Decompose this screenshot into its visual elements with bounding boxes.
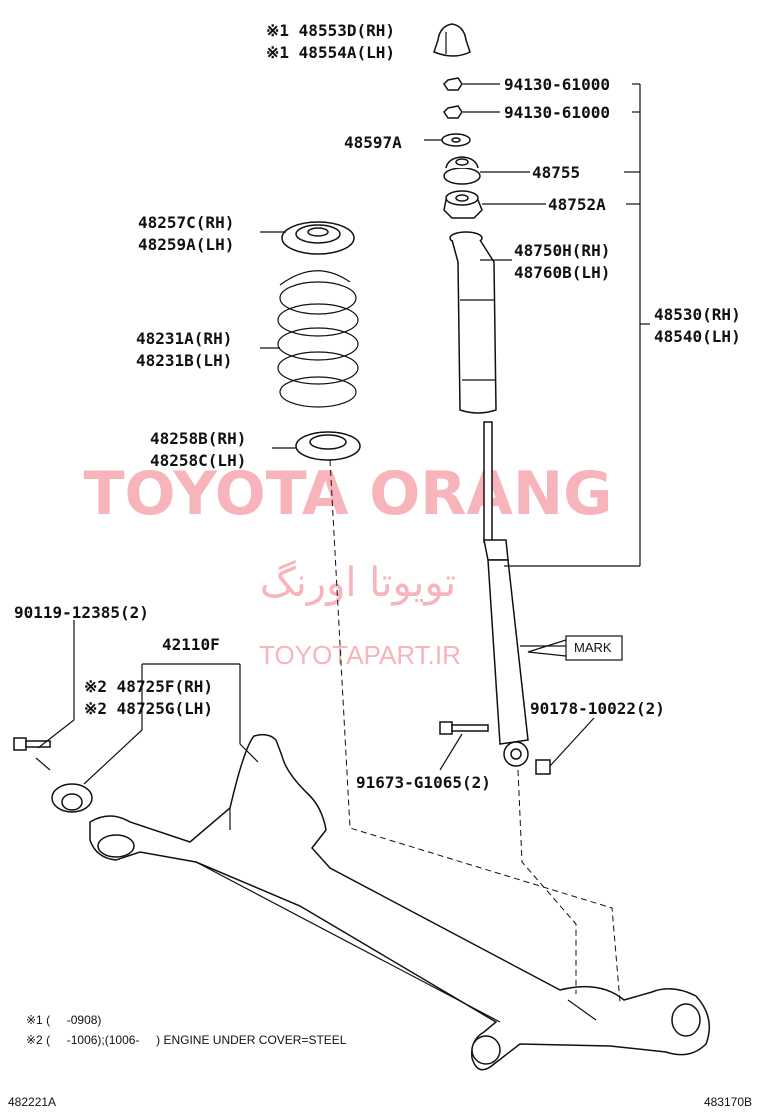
lower-bolt-part — [439, 721, 489, 735]
label-upper-insulator-lh: 48259A(LH) — [138, 235, 234, 254]
watermark-site: TOYOTAPART.IR — [259, 640, 461, 670]
watermark-brand: TOYOTA ORANG — [84, 459, 613, 529]
shock-absorber-part — [483, 421, 529, 767]
axle-beam-part — [89, 733, 711, 1071]
label-mark: MARK — [574, 640, 612, 655]
washer-part — [441, 133, 471, 147]
label-lower-insulator-lh: 48258C(LH) — [150, 451, 246, 470]
label-coil-spring-lh: 48231B(LH) — [136, 351, 232, 370]
label-upper-insulator-rh: 48257C(RH) — [138, 213, 234, 232]
label-nut-1: 94130-61000 — [504, 75, 610, 94]
label-absorber-assy-lh: 48540(LH) — [654, 327, 741, 346]
label-nut-2: 94130-61000 — [504, 103, 610, 122]
dust-cover-part — [449, 231, 497, 414]
part-labels: ※1 48553D(RH) ※1 48554A(LH) 94130-61000 … — [14, 21, 741, 792]
label-absorber-assy-rh: 48530(RH) — [654, 305, 741, 324]
nut-part-1 — [443, 77, 463, 91]
coil-spring-part — [277, 270, 359, 408]
note-1: ※1 ( -0908) — [26, 1013, 101, 1027]
footer-left-code: 482221A — [8, 1095, 56, 1109]
bump-stopper-part — [433, 23, 471, 57]
label-bushing-lh: ※2 48725G(LH) — [84, 699, 213, 718]
mount-cushion-part — [443, 156, 481, 185]
note-2: ※2 ( -1006);(1006- ) ENGINE UNDER COVER=… — [26, 1033, 347, 1047]
assembly-dashed-lines — [329, 459, 621, 1003]
label-dust-cover-lh: 48760B(LH) — [514, 263, 610, 282]
lower-nut-part — [535, 759, 551, 775]
front-bolt-part — [13, 737, 51, 771]
bushing-part — [51, 783, 93, 813]
label-bump-stop-rh: ※1 48553D(RH) — [266, 21, 395, 40]
label-dust-cover-rh: 48750H(RH) — [514, 241, 610, 260]
watermark: TOYOTA ORANG تویوتا اورنگ TOYOTAPART.IR — [84, 459, 613, 670]
label-washer: 48597A — [344, 133, 402, 152]
label-nut-lower: 90178-10022(2) — [530, 699, 665, 718]
label-support: 48752A — [548, 195, 606, 214]
label-bushing-rh: ※2 48725F(RH) — [84, 677, 213, 696]
label-axle-beam: 42110F — [162, 635, 220, 654]
lower-insulator-part — [295, 431, 361, 461]
leader-lines — [37, 83, 650, 785]
label-coil-spring-rh: 48231A(RH) — [136, 329, 232, 348]
upper-insulator-part — [281, 221, 355, 255]
support-part — [443, 190, 483, 219]
label-bump-stop-lh: ※1 48554A(LH) — [266, 43, 395, 62]
label-bolt-lower: 91673-G1065(2) — [356, 773, 491, 792]
nut-part-2 — [443, 105, 463, 119]
footer-right-code: 483170B — [704, 1095, 752, 1109]
footnotes: ※1 ( -0908) ※2 ( -1006);(1006- ) ENGINE … — [26, 1013, 347, 1047]
label-lower-insulator-rh: 48258B(RH) — [150, 429, 246, 448]
label-bolt-front: 90119-12385(2) — [14, 603, 149, 622]
label-mount-cushion: 48755 — [532, 163, 580, 182]
watermark-brand-fa: تویوتا اورنگ — [260, 560, 456, 606]
